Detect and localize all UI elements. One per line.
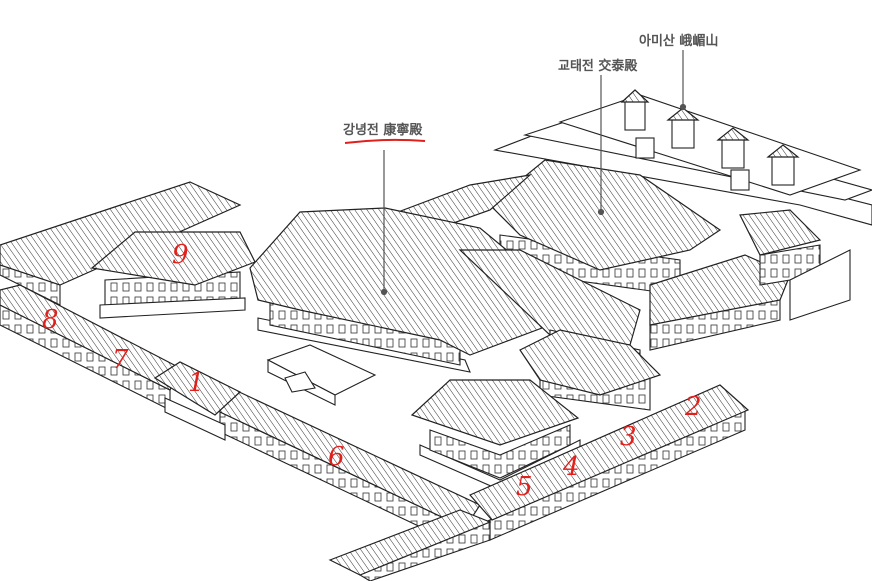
label-amisan: 아미산 峨嵋山 [639,34,719,49]
front-platform [266,344,377,406]
number-3: 3 [620,422,637,452]
red-underline [344,138,426,144]
number-6: 6 [328,442,345,472]
label-gangnyeongjeon: 강녕전 康寧殿 [343,123,423,138]
south-corridor [328,509,492,581]
gate [153,361,242,441]
number-5: 5 [516,472,533,502]
number-8: 8 [42,305,59,335]
leader-lines [380,50,687,296]
chimney-icon [620,89,800,191]
south-hall [519,329,662,411]
number-9: 9 [172,240,189,270]
number-2: 2 [685,392,702,422]
gangnyeongjeon-building [249,207,641,373]
number-4: 4 [563,452,580,482]
number-1: 1 [188,368,205,398]
west-wing [0,181,256,319]
west-corridor [0,284,481,549]
east-wing [649,209,851,351]
east-corridor [469,384,750,541]
number-7: 7 [112,345,129,375]
label-gyotaejeon: 교태전 交泰殿 [558,59,638,74]
amisan-terrace [492,89,872,226]
